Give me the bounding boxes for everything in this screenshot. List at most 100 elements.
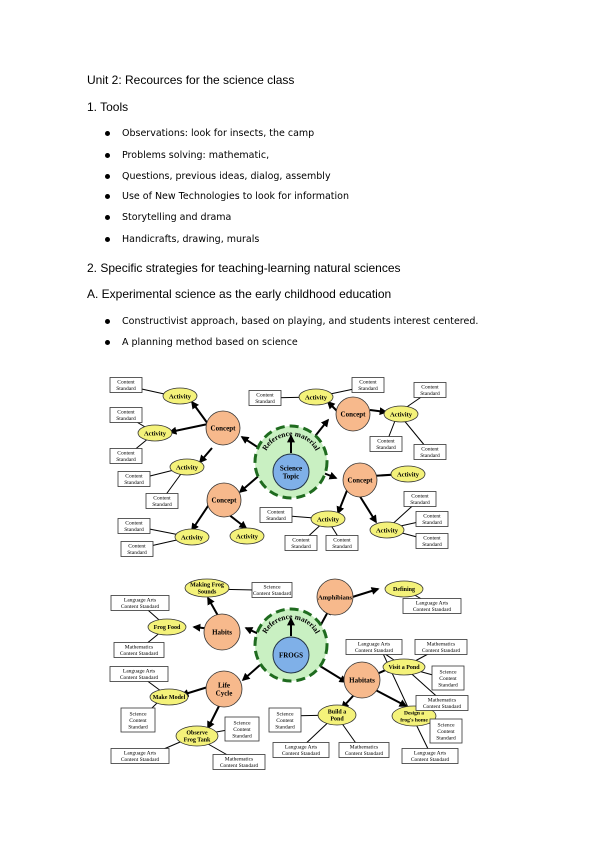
unit-title: Unit 2: Recources for the science class <box>87 73 295 87</box>
habitats-node-label: Habitats <box>349 676 375 684</box>
bullet-icon <box>105 340 110 345</box>
content-standard-box <box>117 471 151 487</box>
activity-node-label: Activity <box>144 430 167 437</box>
activity-node <box>137 424 173 442</box>
content-standard-box <box>415 511 449 527</box>
habits-node <box>203 613 241 651</box>
habitats-node <box>343 661 381 699</box>
activity-node <box>162 387 198 405</box>
activity-node-label: Activity <box>176 464 199 471</box>
language-arts-content-standard-box <box>402 598 462 614</box>
visit-a-pond-node-label: Visit a Pond <box>388 665 420 671</box>
content-standard-box <box>284 535 318 551</box>
section-1-heading: 1. Tools <box>87 100 129 114</box>
life-cycle-node <box>205 670 243 708</box>
amphibians-node <box>316 578 354 616</box>
center-topic-label: FROGS <box>279 651 303 659</box>
activity-node <box>310 510 346 528</box>
frog-food-node-label: Frog Food <box>154 625 181 631</box>
defining-node <box>384 580 424 598</box>
language-arts-content-standard-box <box>110 595 170 611</box>
activity-node-label: Activity <box>236 533 259 540</box>
concept-node-label: Concept <box>341 410 367 418</box>
science-content-standard-box <box>251 582 293 598</box>
make-model-node-label: Make Model <box>153 695 186 701</box>
content-standard-box <box>109 377 143 393</box>
content-standard-box <box>109 407 143 423</box>
science-content-standard-box <box>224 716 260 742</box>
activity-node-label: Activity <box>181 534 204 541</box>
connector-arrow <box>241 664 261 682</box>
connector-arrow <box>319 665 348 683</box>
science-content-standard-box <box>431 665 465 691</box>
science-content-standard-box <box>429 718 463 744</box>
bullet-icon <box>105 153 110 158</box>
bullet-icon <box>105 131 110 136</box>
frog-food-node <box>147 618 187 636</box>
science-content-standard-box <box>268 707 302 733</box>
activity-node-label: Activity <box>390 411 413 418</box>
defining-node-label: Defining <box>393 587 415 593</box>
concept-node <box>342 462 378 498</box>
language-arts-content-standard-box <box>272 742 330 758</box>
concept-node-label: Concept <box>211 424 237 432</box>
build-a-pond-node <box>317 704 357 726</box>
activity-node-label: Activity <box>169 393 192 400</box>
content-standard-box <box>413 444 447 460</box>
language-arts-content-standard-box <box>401 748 459 764</box>
content-standard-box <box>117 518 151 534</box>
content-standard-box <box>145 493 179 509</box>
content-standard-box <box>325 535 359 551</box>
activity-node-label: Activity <box>317 516 340 523</box>
content-standard-box <box>413 382 447 398</box>
center-topic-circle <box>272 453 310 491</box>
content-standard-box <box>351 377 385 393</box>
content-standard-box <box>403 491 437 507</box>
connector-arrow <box>191 400 209 425</box>
bullet-icon <box>105 319 110 324</box>
activity-node-label: Activity <box>305 394 328 401</box>
content-standard-box <box>369 436 403 452</box>
activity-node <box>369 521 405 539</box>
connector-line <box>379 646 413 717</box>
concept-node <box>206 482 242 518</box>
mathematics-content-standard-box <box>414 639 468 655</box>
bullet-icon <box>105 215 110 220</box>
section-a-heading: A. Experimental science as the early chi… <box>87 287 392 301</box>
activity-node <box>390 465 426 483</box>
connector-arrow <box>198 447 213 464</box>
language-arts-content-standard-box <box>109 666 169 682</box>
content-standard-box <box>248 390 282 406</box>
activity-node <box>229 527 265 545</box>
activity-node <box>169 458 205 476</box>
activity-node <box>383 405 419 423</box>
